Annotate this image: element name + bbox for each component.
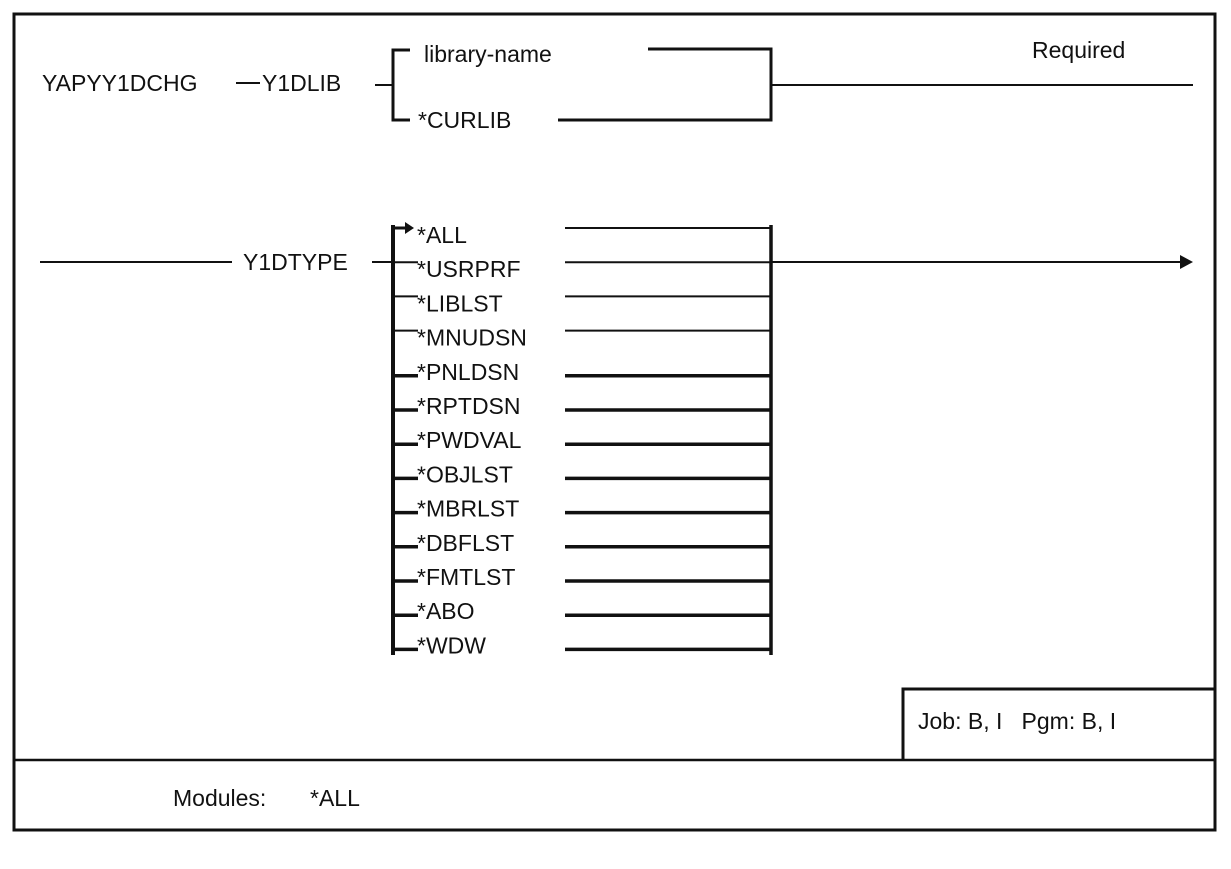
choice-curlib[interactable]: *CURLIB [418,107,511,133]
environment-text: Job: B, I Pgm: B, I [918,708,1116,734]
environment-box [901,687,1215,760]
diagram-frame [12,12,1217,832]
default-arrow-icon [405,222,414,234]
modules-label: Modules: [173,785,266,811]
choice-mnudsn[interactable]: *MNUDSN [417,325,527,351]
param-keyword-y1dtype: Y1DTYPE [243,249,348,275]
choice-list: *ALL *USRPRF *LIBLST *MNUDSN *PNLDSN *RPTDSN *… [393,222,771,658]
choice-liblst[interactable]: *LIBLST [417,290,503,316]
choice-wdw[interactable]: *WDW [417,632,486,658]
choice-mbrlst[interactable]: *MBRLST [417,496,519,522]
choice-abo[interactable]: *ABO [417,598,475,624]
choice-usrprf[interactable]: *USRPRF [417,256,521,282]
param-keyword-y1dlib: Y1DLIB [262,70,341,96]
choice-fmtlst[interactable]: *FMTLST [417,564,515,590]
choice-bracket-right [558,47,773,122]
choice-pwdval[interactable]: *PWDVAL [417,427,522,453]
choice-library-name[interactable]: library-name [424,41,552,67]
choice-rptdsn[interactable]: *RPTDSN [417,393,521,419]
command-name: YAPYY1DCHG [42,70,198,96]
choice-dbflst[interactable]: *DBFLST [417,530,514,556]
choice-bracket-left [391,48,410,122]
modules-value: *ALL [310,785,360,811]
arrow-right-icon [1180,255,1193,269]
required-label: Required [1032,37,1125,63]
choice-pnldsn[interactable]: *PNLDSN [417,359,519,385]
choice-all[interactable]: *ALL [417,222,467,248]
choice-objlst[interactable]: *OBJLST [417,461,513,487]
